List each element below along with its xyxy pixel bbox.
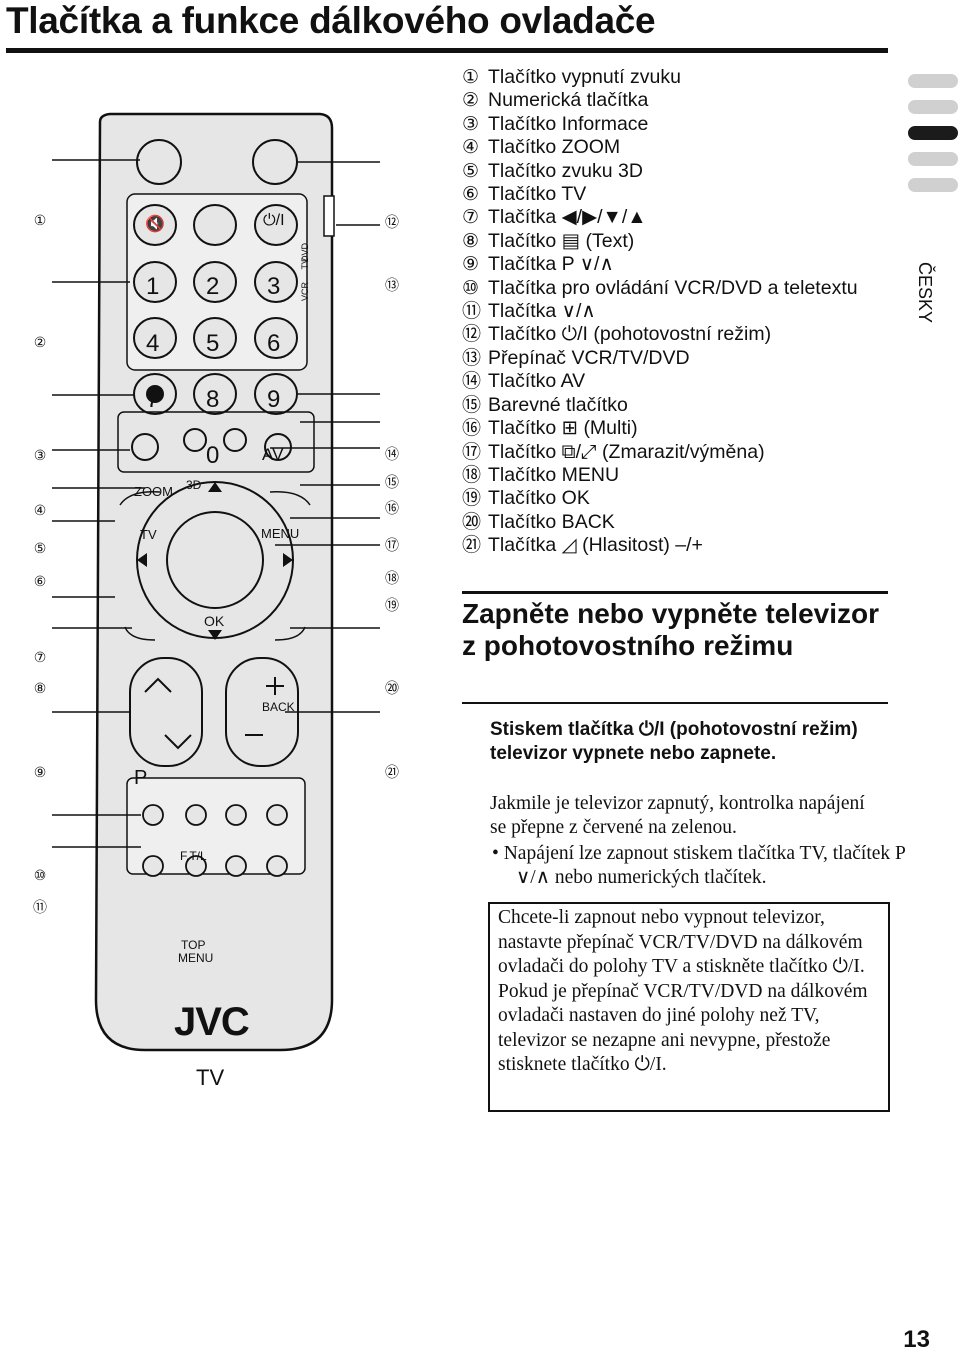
key-3: 3 [267, 273, 281, 300]
key-2: 2 [206, 273, 220, 300]
callout-21: ㉑ [385, 764, 399, 780]
callout-2: ② [33, 334, 47, 350]
callout-16: ⑯ [385, 500, 399, 516]
note-paragraph-2: Pokud je přepínač VCR/TV/DVD na dálkovém… [498, 980, 868, 1076]
section-bullet: • Napájení lze zapnout stiskem tlačítka … [492, 843, 906, 888]
power-icon: ⏻/I [263, 212, 285, 229]
switch-dvd-label: DVD [300, 243, 310, 263]
remote-body-svg [52, 112, 380, 1052]
language-tab [908, 100, 958, 114]
key-6: 6 [267, 330, 281, 357]
key-0: 0 [206, 442, 220, 469]
key-ok-label: OK [204, 613, 225, 629]
callout-3: ③ [33, 447, 47, 463]
page-number: 13 [903, 1326, 930, 1353]
callout-13: ⑬ [385, 277, 399, 293]
section-title: Zapněte nebo vypněte televizor z pohotov… [462, 598, 879, 661]
callout-7: ⑦ [33, 649, 47, 665]
title-rule [6, 48, 888, 53]
callout-9: ⑨ [33, 764, 47, 780]
callout-1: ① [33, 212, 47, 228]
language-label: ČESKY [915, 262, 935, 324]
mute-icon: 🔇 [145, 216, 165, 233]
callout-15: ⑮ [385, 474, 399, 490]
language-tabs [908, 74, 958, 204]
key-p-label: P [134, 767, 148, 789]
key-4: 4 [146, 330, 160, 357]
key-menu-label: MENU [261, 526, 300, 541]
language-tab [908, 74, 958, 88]
brand-logo: JVC [174, 1000, 250, 1044]
vcr-panel [126, 777, 306, 875]
ok-button [166, 511, 264, 609]
callout-6: ⑥ [33, 573, 47, 589]
callout-18: ⑱ [385, 570, 399, 586]
info-icon [146, 385, 164, 403]
key-zoom-label: ZOOM [134, 484, 173, 499]
language-tab-active [908, 126, 958, 140]
key-3d-label: 3D [186, 478, 202, 492]
key-av: AV [262, 445, 284, 464]
remote-illustration: 🔇 ⏻/I 1 2 3 4 5 6 7 8 9 0 AV VCR TV DVD … [0, 60, 460, 1090]
section-paragraph: Jakmile je televizor zapnutý, kontrolka … [490, 793, 865, 838]
top-menu-line2: MENU [178, 951, 214, 965]
top-menu-line1: TOP [181, 938, 206, 952]
key-7: 7 [146, 386, 160, 413]
page-title: Tlačítka a funkce dálkového ovladače [6, 0, 656, 41]
callout-12: ⑫ [385, 214, 399, 230]
key-1: 1 [146, 273, 160, 300]
remote-model-label: TV [196, 1065, 225, 1090]
callout-5: ⑤ [33, 540, 47, 556]
callout-8: ⑧ [33, 680, 47, 696]
vcr-tv-dvd-switch [323, 195, 335, 237]
mute-button [136, 139, 182, 185]
note-paragraph-1: Chcete-li zapnout nebo vypnout televizor… [498, 907, 865, 977]
section-lead: Stiskem tlačítka ⏻/I (pohotovostní režim… [490, 719, 858, 764]
key-back-label: BACK [262, 700, 295, 714]
callout-11: ⑪ [33, 899, 47, 915]
section-rule-top [462, 591, 888, 594]
callout-10: ⑩ [33, 867, 47, 883]
language-tab [908, 152, 958, 166]
callout-20: ⑳ [385, 680, 399, 696]
callout-17: ⑰ [385, 537, 399, 553]
key-9: 9 [267, 386, 281, 413]
callout-4: ④ [33, 502, 47, 518]
section-rule-bottom [462, 702, 888, 704]
note-box [488, 902, 890, 1112]
key-8: 8 [206, 386, 220, 413]
switch-vcr-label: VCR [300, 282, 310, 302]
language-tab [908, 178, 958, 192]
key-tv-label: TV [140, 527, 157, 542]
key-ftl-label: F.T/L [180, 849, 207, 863]
callout-19: ⑲ [385, 597, 399, 613]
note-text: Chcete-li zapnout nebo vypnout televizor… [498, 906, 886, 1078]
key-5: 5 [206, 330, 220, 357]
standby-button [252, 139, 298, 185]
p-rocker [129, 657, 203, 767]
callout-14: ⑭ [385, 446, 399, 462]
